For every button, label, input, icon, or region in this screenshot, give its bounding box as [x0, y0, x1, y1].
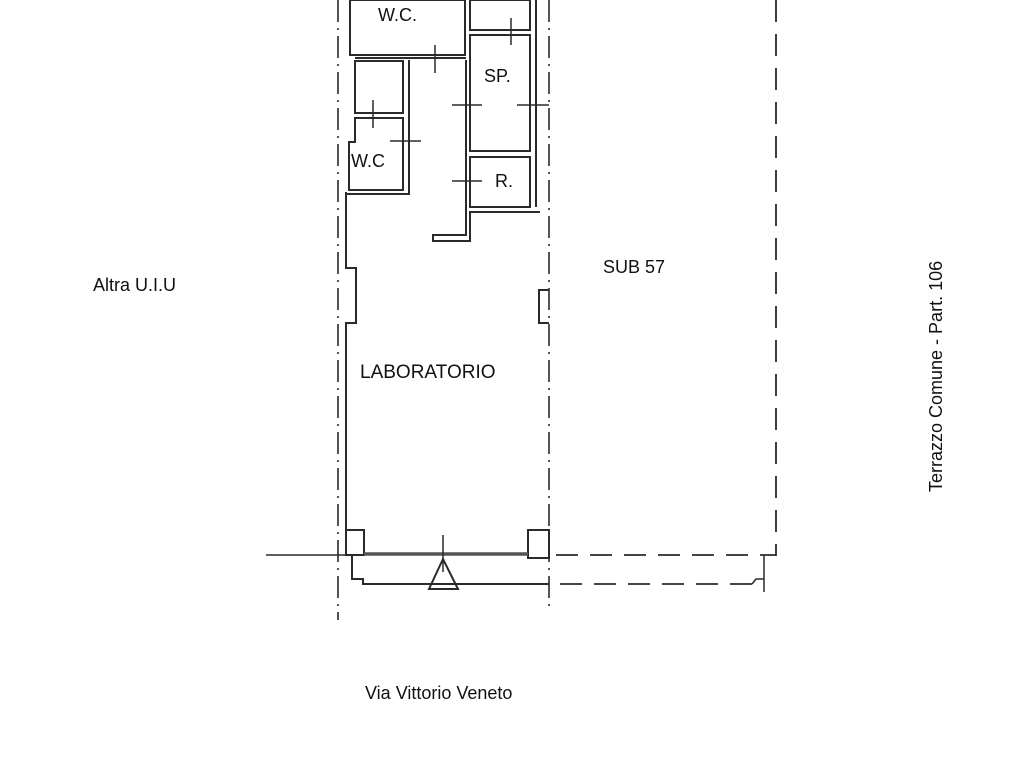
- corridor-right-wall: [432, 60, 540, 242]
- right-pillar: [527, 529, 550, 559]
- right-wall-jog: [538, 289, 549, 324]
- top-right-closet: [469, 0, 531, 31]
- street-label: Via Vittorio Veneto: [365, 683, 512, 703]
- wc-left-room: [348, 117, 404, 191]
- corridor-left-wall: [346, 60, 410, 195]
- sidewalk-step: [351, 555, 549, 585]
- wc-top-room: [349, 0, 466, 56]
- room-label-wc-top: W.C.: [378, 5, 417, 25]
- room-label-r: R.: [495, 171, 513, 191]
- entrance-arrow-icon: [427, 556, 460, 590]
- sidewalk-end: [751, 555, 765, 592]
- left-wall: [345, 192, 357, 530]
- neighbor-label-sub57: SUB 57: [603, 257, 665, 277]
- neighbor-label-left: Altra U.I.U: [93, 275, 176, 295]
- small-closet-left: [354, 60, 404, 114]
- r-room: [469, 156, 531, 208]
- sp-room: [469, 34, 531, 152]
- room-label-sp: SP.: [484, 66, 511, 86]
- neighbor-label-terrazzo: Terrazzo Comune - Part. 106: [926, 261, 946, 492]
- room-label-wc-left: W.C: [351, 151, 385, 171]
- left-pillar: [345, 529, 365, 556]
- door-markers: [372, 18, 549, 182]
- room-label-laboratorio: LABORATORIO: [360, 362, 496, 383]
